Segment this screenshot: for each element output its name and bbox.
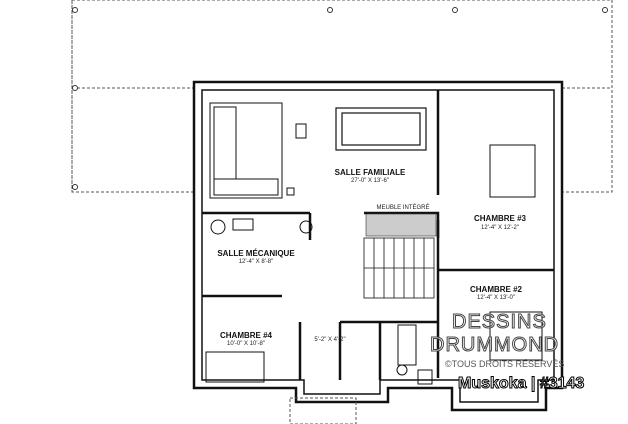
room-dims-chambre-4: 10'-0" X 10'-8" (227, 341, 265, 347)
plan-title: Muskoka | #3143 (457, 375, 585, 393)
sectional-sofa (209, 102, 283, 199)
watermark-line1: DESSINS (452, 311, 547, 334)
entry-steps (289, 397, 357, 424)
tv-console (286, 123, 307, 196)
deck-posts (72, 7, 608, 190)
room-name-chambre-3: CHAMBRE #3 (473, 214, 527, 223)
room-dims-chambre-3: 12'-4" X 12'-2" (481, 225, 519, 231)
room-dims-salle-mecanique: 12'-4" X 8'-8" (238, 259, 274, 265)
room-name-chambre-2: CHAMBRE #2 (469, 285, 523, 294)
built-in-label: MEUBLE INTÉGRÉ (376, 205, 430, 211)
bed-chambre-4 (205, 351, 265, 383)
mechanical-equipment (210, 218, 313, 235)
interior-walls (202, 90, 554, 380)
room-name-salle-familiale: SALLE FAMILIALE (334, 168, 406, 177)
pool-table (335, 107, 427, 151)
room-dims-chambre-2: 12'-4" X 13'-0" (477, 295, 515, 301)
built-in-cabinet (365, 213, 437, 237)
bed-chambre-2 (489, 311, 543, 361)
bathroom-fixtures (396, 324, 433, 385)
watermark-line3: ©TOUS DROITS RÉSERVÉS (445, 359, 565, 369)
watermark-line2: DRUMMOND (429, 334, 560, 357)
bed-chambre-3 (489, 144, 536, 198)
exterior-walls (192, 80, 564, 412)
room-name-salle-mecanique: SALLE MÉCANIQUE (217, 249, 295, 258)
stairs (363, 237, 435, 299)
room-name-chambre-4: CHAMBRE #4 (219, 331, 273, 340)
closet-dims: 5'-2" X 4'-2" (314, 337, 346, 343)
room-dims-salle-familiale: 27'-0" X 13'-6" (351, 178, 389, 184)
